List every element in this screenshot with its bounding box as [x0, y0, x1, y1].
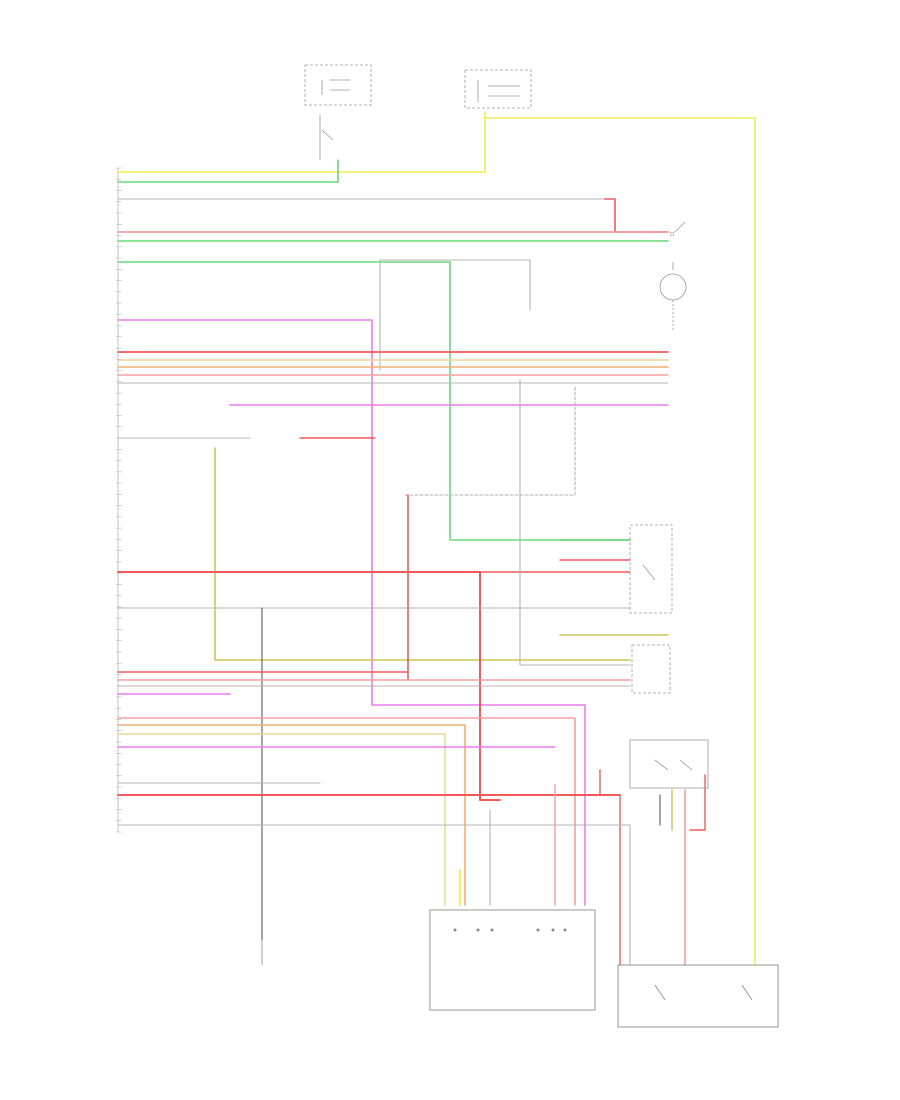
- wire-segment: [117, 724, 466, 906]
- pcm-pin-column: [116, 167, 122, 833]
- clutch-switch-component: [669, 221, 686, 237]
- wire-segment: [117, 717, 576, 906]
- range-switch-box: [617, 964, 779, 1028]
- wire-segment: [379, 259, 531, 371]
- wire-segment: [689, 774, 706, 831]
- relay-switch-top: [319, 115, 334, 160]
- wire-segment: [117, 319, 586, 906]
- fuse-block-top-right: [464, 69, 532, 109]
- wire-harness: [117, 111, 756, 966]
- wire-segment: [604, 198, 669, 233]
- wire-segment: [484, 111, 756, 966]
- speed-sensor-component: [659, 262, 687, 330]
- wire-segment: [117, 111, 486, 173]
- wire-segment: [117, 261, 631, 541]
- wire-segment: [214, 447, 631, 661]
- transaxle-box: [429, 909, 596, 1011]
- fuse-block-right: [629, 739, 709, 789]
- wire-segment: [117, 824, 631, 966]
- wire-segment: [404, 384, 576, 496]
- oxygen-sensor-box: [629, 524, 673, 614]
- fuse-block-top-left: [304, 64, 372, 106]
- wire-segment: [117, 733, 446, 906]
- throttle-sensor-box: [631, 644, 671, 694]
- wire-segment: [519, 379, 631, 666]
- wire-segment: [117, 159, 339, 183]
